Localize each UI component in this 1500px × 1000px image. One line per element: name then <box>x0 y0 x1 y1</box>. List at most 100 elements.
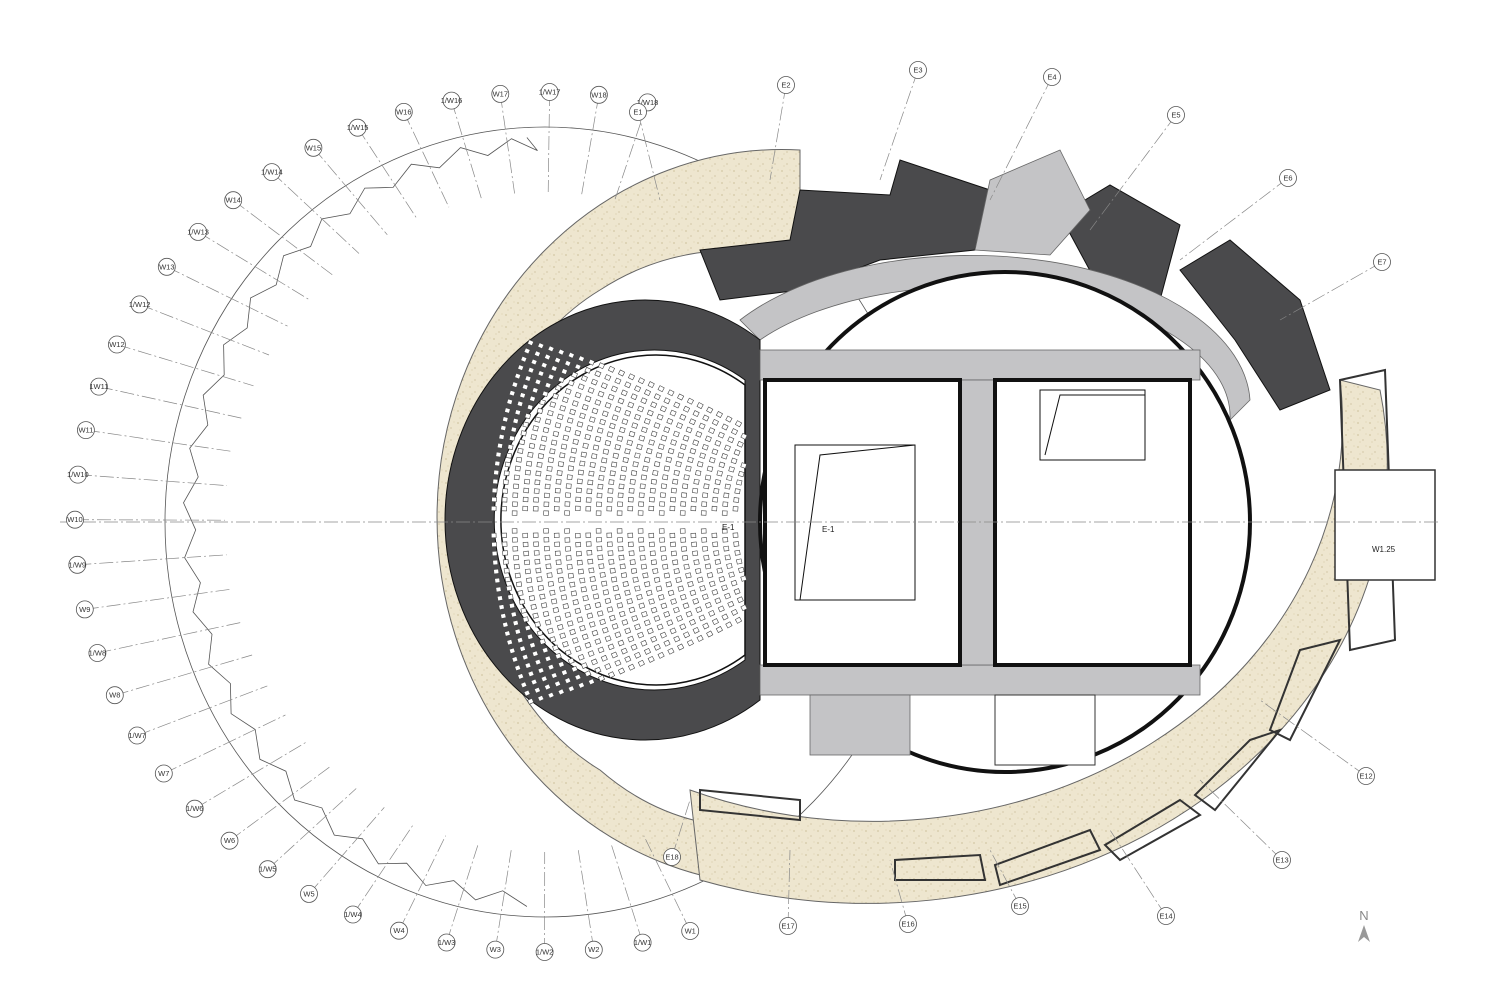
auditorium-seat <box>659 405 667 413</box>
axis-bubble-circle <box>590 85 608 104</box>
auditorium-seat <box>640 639 648 647</box>
auditorium-seat <box>690 532 697 539</box>
auditorium-seat <box>636 593 643 601</box>
auditorium-seat <box>665 456 673 463</box>
auditorium-seat <box>577 568 584 575</box>
auditorium-seat <box>491 496 497 503</box>
east-axis-e4: E4 <box>989 68 1061 201</box>
auditorium-seat <box>512 619 519 627</box>
auditorium-seat <box>536 629 544 637</box>
auditorium-seat <box>740 462 748 469</box>
auditorium-seat <box>518 439 526 446</box>
auditorium-seat <box>646 409 654 417</box>
auditorium-seat <box>517 590 524 597</box>
auditorium-seat <box>673 606 680 614</box>
auditorium-seat <box>522 541 529 548</box>
auditorium-seat <box>514 372 522 380</box>
axis-bubble-label: E5 <box>1171 111 1180 120</box>
axis-bubble-circle <box>300 885 318 903</box>
auditorium-seat <box>607 550 614 556</box>
auditorium-seat <box>686 639 694 647</box>
auditorium-seat <box>566 563 573 570</box>
axis-bubble-circle <box>1279 169 1297 187</box>
auditorium-seat <box>726 474 733 482</box>
auditorium-seat <box>502 488 508 494</box>
auditorium-seat <box>530 434 537 441</box>
axis-bubble-circle <box>130 295 149 314</box>
auditorium-seat <box>677 585 685 592</box>
west-axis-w10: W10 <box>66 510 226 529</box>
auditorium-seat <box>606 606 614 613</box>
auditorium-seat <box>501 541 508 547</box>
auditorium-seat <box>562 396 569 404</box>
axis-bubble-circle <box>108 335 126 354</box>
auditorium-seat <box>535 567 542 574</box>
auditorium-seat <box>570 447 578 454</box>
auditorium-seat <box>716 470 723 477</box>
auditorium-seat <box>598 474 605 481</box>
axis-bubble-label: W7 <box>158 769 169 778</box>
auditorium-seat <box>617 397 625 405</box>
auditorium-seat <box>514 572 521 579</box>
auditorium-seat <box>601 627 609 634</box>
auditorium-seat <box>642 572 649 579</box>
auditorium-seat <box>609 567 616 574</box>
auditorium-seat <box>641 610 648 618</box>
auditorium-seat <box>650 606 658 614</box>
auditorium-seat <box>543 528 549 534</box>
auditorium-seat <box>597 362 606 370</box>
auditorium-seat <box>650 430 658 438</box>
auditorium-seat <box>650 635 658 643</box>
room-tag: W1.25 <box>1372 545 1396 554</box>
auditorium-seat <box>690 505 697 512</box>
auditorium-seat <box>724 592 731 600</box>
auditorium-seat <box>564 537 571 543</box>
auditorium-seat <box>685 426 693 434</box>
auditorium-seat <box>564 510 570 516</box>
auditorium-seat <box>577 355 585 363</box>
auditorium-seat <box>513 563 520 570</box>
west-axis-1-w9: 1/W9 <box>68 554 227 574</box>
auditorium-seating <box>490 339 748 705</box>
auditorium-seat <box>734 549 741 556</box>
auditorium-seat <box>658 594 665 601</box>
auditorium-seat <box>639 554 646 561</box>
auditorium-seat <box>692 550 699 557</box>
auditorium-seat <box>585 497 592 503</box>
auditorium-seat <box>571 665 578 673</box>
east-axis-e17: E17 <box>779 849 797 935</box>
auditorium-seat <box>553 532 560 538</box>
auditorium-seat <box>670 496 676 503</box>
axis-bubble-label: 1/W5 <box>259 865 277 874</box>
auditorium-seat <box>641 426 648 434</box>
auditorium-seat <box>653 393 661 401</box>
auditorium-seat <box>520 430 527 437</box>
auditorium-seat <box>653 643 661 651</box>
west-axis-1-w17: 1/W17 <box>539 83 560 193</box>
auditorium-seat <box>649 487 656 494</box>
auditorium-seat <box>672 559 679 566</box>
auditorium-seat <box>564 388 572 395</box>
auditorium-seat <box>721 453 728 460</box>
auditorium-seat <box>621 619 629 626</box>
auditorium-seat <box>711 448 719 455</box>
auditorium-seat <box>520 681 528 689</box>
west-axis-1-w10: 1/W10 <box>67 465 227 486</box>
auditorium-seat <box>540 675 548 683</box>
west-axis-w17: W17 <box>491 85 515 194</box>
axis-bubble-label: W11 <box>78 426 93 435</box>
auditorium-seat <box>539 593 546 600</box>
auditorium-seat <box>721 423 729 431</box>
auditorium-seat <box>686 397 694 405</box>
auditorium-seat <box>501 532 507 538</box>
auditorium-seat <box>695 606 703 614</box>
auditorium-seat <box>576 616 584 623</box>
auditorium-seat <box>723 492 730 499</box>
auditorium-seat <box>576 559 583 566</box>
auditorium-seat <box>652 469 659 476</box>
auditorium-seat <box>580 451 587 458</box>
auditorium-seat <box>717 605 725 613</box>
auditorium-seat <box>732 532 739 538</box>
auditorium-seat <box>614 377 622 385</box>
west-axis-w4: W4 <box>390 835 446 940</box>
